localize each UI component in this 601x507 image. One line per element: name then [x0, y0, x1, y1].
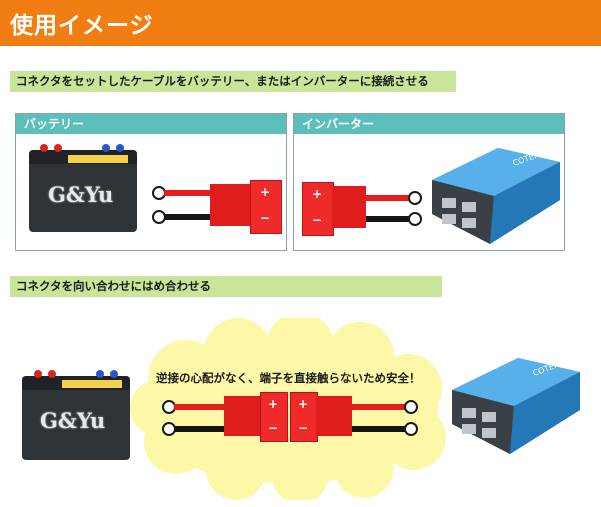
section-label-mate: コネクタを向い合わせにはめ合わせる — [10, 276, 442, 297]
mated-connector: + − + − — [160, 392, 430, 442]
minus-symbol: − — [298, 421, 309, 435]
inverter-image-bottom: COTEK — [452, 358, 580, 454]
battery-panel: バッテリー G&Yu + − — [15, 113, 287, 251]
page-header: 使用イメージ — [0, 0, 601, 46]
minus-symbol: − — [268, 421, 279, 435]
page-title: 使用イメージ — [10, 13, 154, 39]
inverter-panel: インバーター + − COTEK — [293, 113, 565, 251]
inverter-image: COTEK — [432, 148, 560, 244]
minus-symbol: − — [312, 213, 323, 227]
battery-panel-title: バッテリー — [16, 114, 286, 134]
battery-logo: G&Yu — [40, 408, 106, 433]
plus-symbol: + — [298, 397, 309, 411]
plus-symbol: + — [260, 185, 271, 199]
inverter-panel-title: インバーター — [294, 114, 564, 134]
cloud-message: 逆接の心配がなく、端子を直接触らないため安全！ — [156, 371, 421, 385]
section-label-connect: コネクタをセットしたケーブルをバッテリー、またはインバーターに接続させる — [10, 71, 456, 92]
battery-image-bottom: G&Yu — [22, 368, 134, 462]
minus-symbol: − — [260, 211, 271, 225]
battery-logo: G&Yu — [48, 182, 114, 207]
plus-symbol: + — [268, 397, 279, 411]
plus-symbol: + — [312, 187, 323, 201]
cloud-shape — [130, 318, 446, 500]
